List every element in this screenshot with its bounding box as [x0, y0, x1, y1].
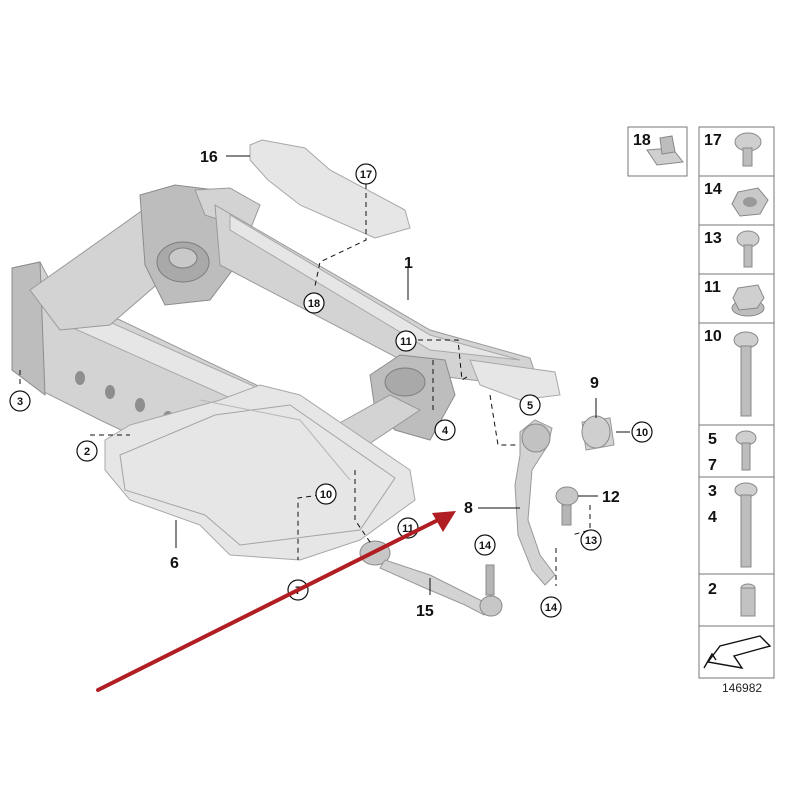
svg-text:7: 7: [708, 457, 717, 474]
assembly-lines: [19, 184, 591, 586]
leader-lines: [175, 155, 630, 595]
svg-text:3: 3: [708, 483, 717, 500]
clip-nut-icon: [646, 135, 684, 166]
svg-text:13: 13: [704, 230, 722, 247]
label-part-12: 12: [602, 489, 620, 506]
svg-text:2: 2: [708, 581, 717, 598]
svg-text:10: 10: [320, 489, 332, 501]
front-direction-arrow-icon: [703, 635, 772, 669]
label-part-1: 1: [404, 255, 413, 272]
fastener-parts-panel: 18 17 14 13: [627, 126, 775, 695]
torx-bolt-icon: [736, 230, 760, 268]
hex-nut-icon: [731, 187, 769, 217]
callout-17: 17: [355, 163, 377, 185]
red-pointer-arrow: [96, 511, 456, 692]
long-hex-bolt-icon: [734, 482, 758, 568]
label-part-9: 9: [590, 375, 599, 392]
svg-text:14: 14: [479, 540, 492, 552]
heat-shield-part: [249, 139, 411, 239]
callout-2: 2: [76, 440, 98, 462]
panel-cell-14: 14: [698, 175, 775, 226]
callout-11-upper: 11: [395, 330, 417, 352]
svg-text:3: 3: [17, 396, 23, 408]
svg-text:4: 4: [442, 425, 449, 437]
panel-cell-10: 10: [698, 322, 775, 426]
callout-5: 5: [519, 394, 541, 416]
svg-text:13: 13: [585, 535, 597, 547]
svg-text:4: 4: [708, 509, 717, 526]
panel-cell-13: 13: [698, 224, 775, 275]
svg-text:11: 11: [402, 523, 414, 535]
callout-10-right: 10: [631, 421, 653, 443]
bushing-part: [581, 415, 615, 451]
svg-text:5: 5: [708, 431, 717, 448]
panel-cell-18: 18: [627, 126, 688, 177]
panel-cell-17: 17: [698, 126, 775, 177]
panel-cell-2: 2: [698, 573, 775, 627]
reference-number: 146982: [722, 681, 762, 695]
panel-cell-5-7: 5 7: [698, 424, 775, 478]
svg-text:14: 14: [704, 181, 722, 198]
svg-text:11: 11: [704, 279, 721, 296]
label-part-8: 8: [464, 500, 473, 517]
callout-10-left: 10: [315, 483, 337, 505]
long-bolt-icon: [733, 331, 759, 417]
callout-13: 13: [580, 529, 602, 551]
control-arm-part: [514, 419, 556, 586]
hex-bolt-short-icon: [734, 132, 762, 167]
label-part-6: 6: [170, 555, 179, 572]
svg-text:18: 18: [633, 132, 651, 149]
underbody-plate-part: [104, 384, 416, 561]
sleeve-nut-icon: [740, 583, 756, 617]
callout-14-strut: 14: [474, 534, 496, 556]
callout-18: 18: [303, 292, 325, 314]
svg-text:17: 17: [360, 169, 372, 181]
label-part-15: 15: [416, 603, 434, 620]
panel-cell-11: 11: [698, 273, 775, 324]
svg-text:10: 10: [636, 427, 648, 439]
svg-text:18: 18: [308, 298, 320, 310]
callout-3: 3: [9, 390, 31, 412]
svg-text:10: 10: [704, 328, 722, 345]
label-part-16: 16: [200, 149, 218, 166]
collar-nut-icon: [731, 284, 765, 317]
panel-cell-3-4: 3 4: [698, 476, 775, 575]
svg-text:14: 14: [545, 602, 558, 614]
callout-4: 4: [434, 419, 456, 441]
svg-text:17: 17: [704, 132, 722, 149]
svg-text:11: 11: [400, 336, 412, 348]
svg-text:2: 2: [84, 446, 90, 458]
ball-joint-part: [555, 486, 579, 526]
front-indicator-cell: [698, 625, 775, 679]
svg-text:5: 5: [527, 400, 533, 412]
short-bolt-icon: [735, 430, 757, 471]
callout-14-arm: 14: [540, 596, 562, 618]
